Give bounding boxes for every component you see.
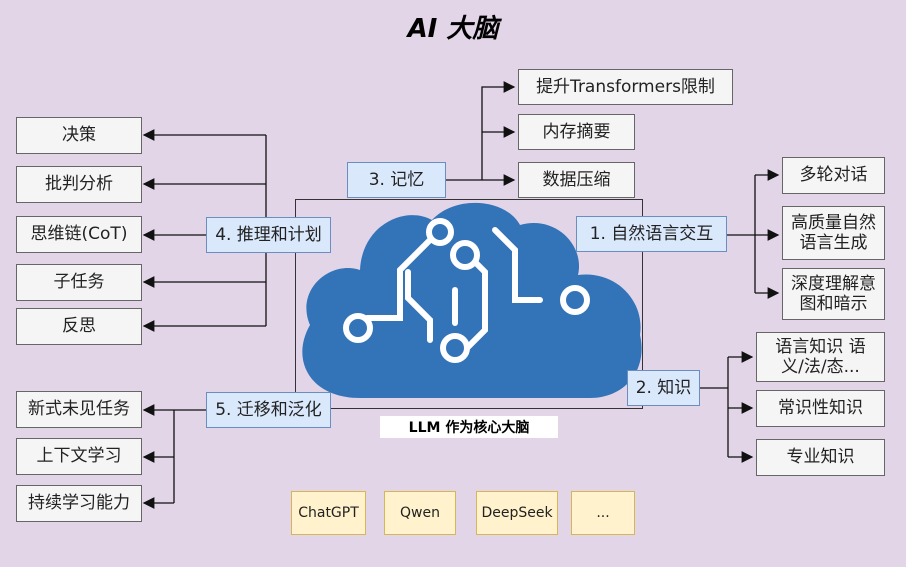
knowledge-item[interactable]: 专业知识 xyxy=(756,439,885,476)
model-chip[interactable]: DeepSeek xyxy=(476,491,558,535)
transfer-item[interactable]: 上下文学习 xyxy=(16,438,142,475)
knowledge-item[interactable]: 语言知识 语义/法/态... xyxy=(756,332,885,382)
reasoning-item[interactable]: 思维链(CoT) xyxy=(16,216,142,253)
reasoning-item[interactable]: 反思 xyxy=(16,308,142,345)
reasoning-item[interactable]: 决策 xyxy=(16,117,142,154)
page-title: AI 大脑 xyxy=(407,14,499,44)
memory-item[interactable]: 提升Transformers限制 xyxy=(518,69,733,105)
nlp-item[interactable]: 深度理解意图和暗示 xyxy=(782,268,885,320)
transfer-item[interactable]: 持续学习能力 xyxy=(16,485,142,522)
category-reasoning[interactable]: 4. 推理和计划 xyxy=(206,217,331,253)
reasoning-item[interactable]: 子任务 xyxy=(16,264,142,301)
category-nlp[interactable]: 1. 自然语言交互 xyxy=(576,216,727,252)
memory-item[interactable]: 内存摘要 xyxy=(518,114,635,150)
cloud-circuit-icon xyxy=(302,202,642,398)
category-transfer[interactable]: 5. 迁移和泛化 xyxy=(206,392,331,428)
knowledge-item[interactable]: 常识性知识 xyxy=(756,390,885,427)
nlp-item[interactable]: 高质量自然语言生成 xyxy=(782,206,885,260)
reasoning-item[interactable]: 批判分析 xyxy=(16,166,142,203)
memory-item[interactable]: 数据压缩 xyxy=(518,162,635,198)
model-chip[interactable]: Qwen xyxy=(384,491,456,535)
model-chip[interactable]: ChatGPT xyxy=(291,491,366,535)
model-chip[interactable]: ... xyxy=(571,491,635,535)
category-knowledge[interactable]: 2. 知识 xyxy=(627,370,700,406)
core-brain-caption: LLM 作为核心大脑 xyxy=(380,416,558,438)
transfer-item[interactable]: 新式未见任务 xyxy=(16,391,142,428)
category-memory[interactable]: 3. 记忆 xyxy=(347,162,446,198)
core-brain-frame xyxy=(295,199,643,409)
nlp-item[interactable]: 多轮对话 xyxy=(782,157,885,194)
